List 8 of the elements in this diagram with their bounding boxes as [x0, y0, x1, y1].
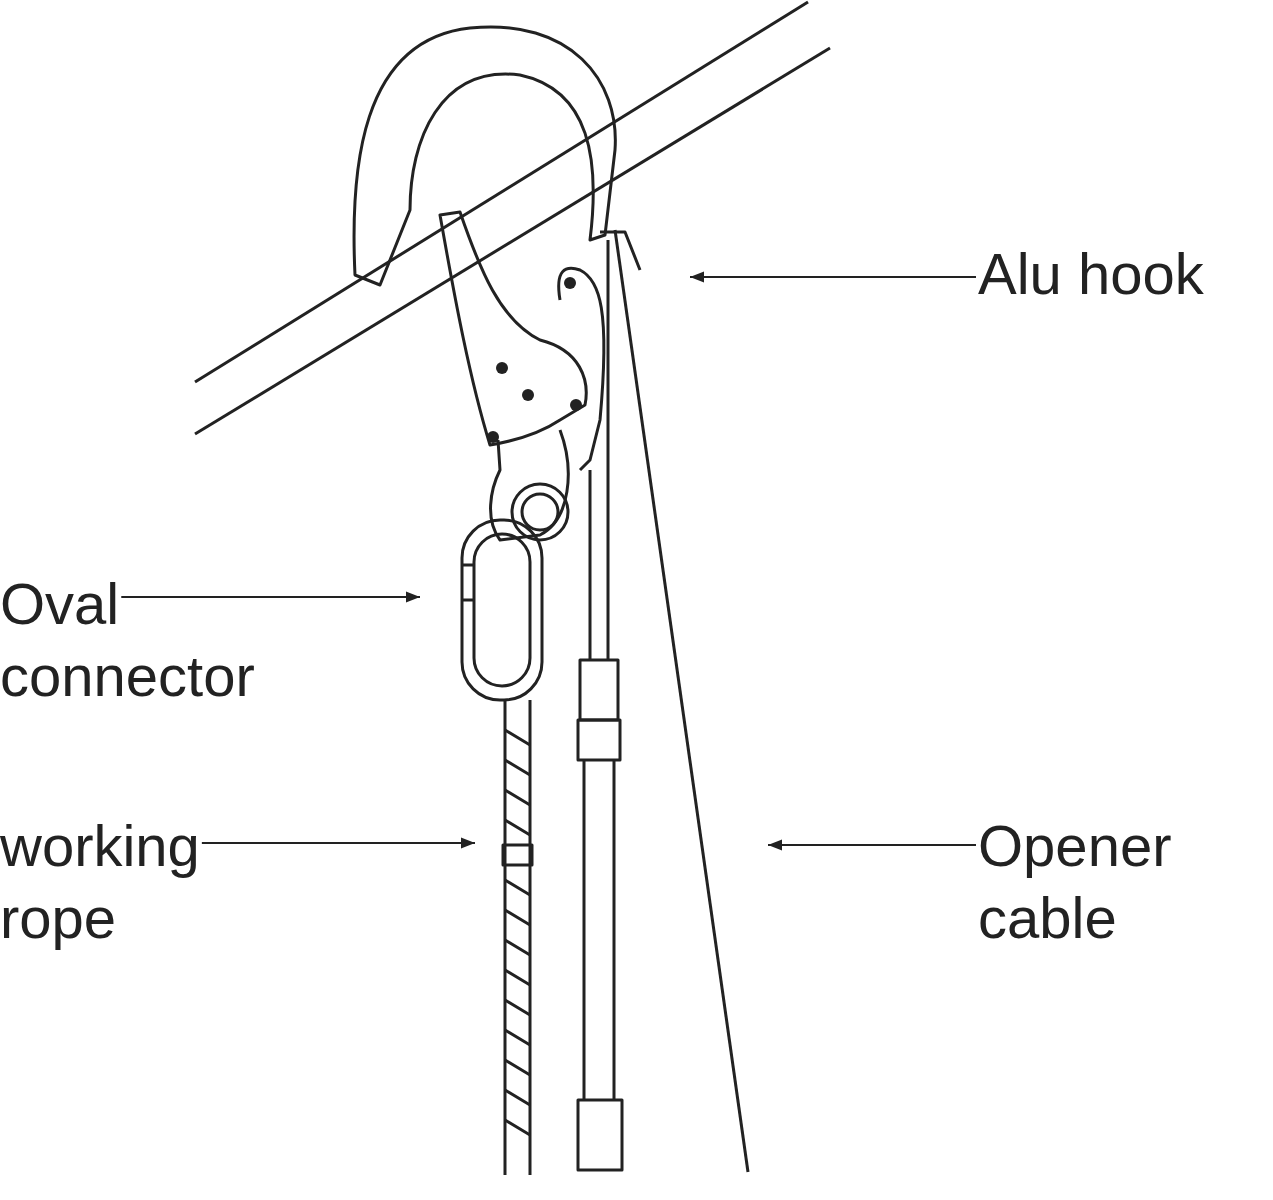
leader-line	[200, 837, 476, 849]
part-label: Opener cable	[978, 810, 1248, 954]
leader-line	[120, 591, 421, 603]
part-label: working rope	[0, 810, 270, 954]
part-label: Oval connector	[0, 568, 330, 712]
part-label: Alu hook	[978, 238, 1268, 310]
leader-line	[689, 271, 977, 283]
leader-line	[767, 839, 977, 851]
